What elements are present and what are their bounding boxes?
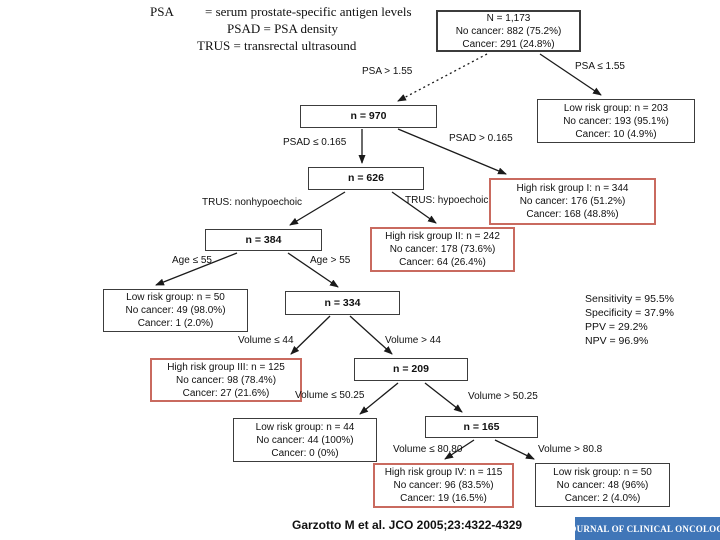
edge-label-trus-non: TRUS: nonhypoechoic <box>202 197 303 208</box>
node-high-risk-4: High risk group IV: n = 115 No cancer: 9… <box>373 463 514 508</box>
node-low-risk-vol2-line3: Cancer: 2 (4.0%) <box>564 492 641 504</box>
node-high-risk-4-line1: High risk group IV: n = 115 <box>384 467 503 478</box>
node-low-risk-age: Low risk group: n = 50 No cancer: 49 (98… <box>103 289 248 332</box>
edge-label-psad-le: PSAD ≤ 0.165 <box>283 137 347 148</box>
node-low-risk-vol2-line2: No cancer: 48 (96%) <box>556 479 649 491</box>
performance-stats: Sensitivity = 95.5% Specificity = 37.9% … <box>585 292 674 348</box>
node-low-risk-vol1-line2: No cancer: 44 (100%) <box>256 434 354 446</box>
legend-line-trus: TRUS = transrectal ultrasound <box>197 38 357 53</box>
node-n334-line1: n = 334 <box>324 296 361 309</box>
edge-n165-to-highrisk4 <box>444 439 475 460</box>
node-n209: n = 209 <box>354 358 468 381</box>
node-low-risk-vol1-line3: Cancer: 0 (0%) <box>271 447 339 459</box>
node-low-risk-psa-line1: Low risk group: n = 203 <box>563 102 669 114</box>
journal-banner: JOURNAL OF CLINICAL ONCOLOGY <box>565 517 720 540</box>
edge-n334-to-n209 <box>349 315 393 355</box>
node-high-risk-1-line3: Cancer: 168 (48.8%) <box>526 209 619 220</box>
node-low-risk-age-line1: Low risk group: n = 50 <box>126 292 225 303</box>
edge-label-vol-le-8080: Volume ≤ 80.80 <box>393 444 463 455</box>
edge-label-vol-le-44: Volume ≤ 44 <box>238 335 294 346</box>
node-high-risk-2-line1: High risk group II: n = 242 <box>385 231 500 242</box>
stat-sensitivity: Sensitivity = 95.5% <box>585 293 675 305</box>
legend-line-psad: PSAD = PSA density <box>227 21 339 36</box>
node-high-risk-2: High risk group II: n = 242 No cancer: 1… <box>370 227 515 272</box>
legend-psa-term: PSA <box>150 4 174 19</box>
edge-n209-to-lowrisk-vol1 <box>359 382 399 415</box>
node-high-risk-3-line3: Cancer: 27 (21.6%) <box>182 387 270 399</box>
node-n165-line1: n = 165 <box>463 420 500 433</box>
node-n209-line1: n = 209 <box>393 363 429 375</box>
node-root-line2: No cancer: 882 (75.2%) <box>455 25 562 37</box>
node-low-risk-vol1: Low risk group: n = 44 No cancer: 44 (10… <box>233 418 377 462</box>
node-low-risk-age-line3: Cancer: 1 (2.0%) <box>137 318 214 329</box>
stat-ppv: PPV = 29.2% <box>585 321 648 333</box>
node-n384-line1: n = 384 <box>245 233 282 246</box>
edge-n384-to-lowrisk-age <box>155 252 238 286</box>
edge-n209-to-n165 <box>424 382 463 413</box>
legend-psa-def: = serum prostate-specific antigen levels <box>205 4 412 19</box>
edge-label-trus-hypo: TRUS: hypoechoic <box>405 195 489 206</box>
edge-label-vol-gt-5025: Volume > 50.25 <box>468 391 538 402</box>
node-n626-line1: n = 626 <box>348 172 384 184</box>
edge-n626-to-n384 <box>289 191 346 226</box>
edge-label-age-gt: Age > 55 <box>310 255 351 266</box>
edge-n334-to-highrisk3 <box>290 315 331 355</box>
node-root: N = 1,173 No cancer: 882 (75.2%) Cancer:… <box>436 10 581 52</box>
node-high-risk-4-line3: Cancer: 19 (16.5%) <box>400 493 487 504</box>
node-low-risk-vol1-line1: Low risk group: n = 44 <box>255 421 355 433</box>
edge-label-psa-gt: PSA > 1.55 <box>362 66 413 77</box>
edge-label-vol-le-5025: Volume ≤ 50.25 <box>295 390 365 401</box>
node-low-risk-age-line2: No cancer: 49 (98.0%) <box>125 305 226 316</box>
node-high-risk-1-line1: High risk group I: n = 344 <box>516 183 629 194</box>
citation: Garzotto M et al. JCO 2005;23:4322-4329 <box>292 518 523 532</box>
node-high-risk-2-line2: No cancer: 178 (73.6%) <box>389 244 496 255</box>
node-root-line1: N = 1,173 <box>486 12 531 24</box>
edge-n384-to-n334 <box>287 252 339 288</box>
edge-n165-to-lowrisk-vol2 <box>494 439 535 460</box>
edge-n970-to-highrisk1 <box>397 128 507 175</box>
node-n626: n = 626 <box>308 167 424 190</box>
node-low-risk-psa: Low risk group: n = 203 No cancer: 193 (… <box>537 99 695 143</box>
node-high-risk-3-line1: High risk group III: n = 125 <box>167 361 285 373</box>
node-n970-line1: n = 970 <box>350 110 387 122</box>
node-high-risk-1-line2: No cancer: 176 (51.2%) <box>519 196 626 207</box>
node-high-risk-1: High risk group I: n = 344 No cancer: 17… <box>489 178 656 225</box>
node-n384: n = 384 <box>205 229 322 251</box>
node-high-risk-3-line2: No cancer: 98 (78.4%) <box>175 374 277 386</box>
stat-npv: NPV = 96.9% <box>585 335 649 347</box>
node-low-risk-vol2-line1: Low risk group: n = 50 <box>553 466 652 478</box>
node-n165: n = 165 <box>425 416 538 438</box>
node-low-risk-vol2: Low risk group: n = 50 No cancer: 48 (96… <box>535 463 670 507</box>
node-high-risk-4-line2: No cancer: 96 (83.5%) <box>393 480 494 491</box>
edge-label-vol-gt-44: Volume > 44 <box>385 335 441 346</box>
edge-label-psa-le: PSA ≤ 1.55 <box>575 61 625 72</box>
stat-specificity: Specificity = 37.9% <box>585 307 675 319</box>
edge-label-psad-gt: PSAD > 0.165 <box>449 133 513 144</box>
edge-n626-to-highrisk2 <box>391 191 437 224</box>
node-high-risk-2-line3: Cancer: 64 (26.4%) <box>399 257 486 268</box>
legend-line-psa: PSA = serum prostate-specific antigen lev… <box>150 4 412 20</box>
edge-root-to-n970 <box>397 53 488 102</box>
node-high-risk-3: High risk group III: n = 125 No cancer: … <box>150 358 302 402</box>
node-n334: n = 334 <box>285 291 400 315</box>
edge-label-age-le: Age ≤ 55 <box>172 255 212 266</box>
edge-label-vol-gt-808: Volume > 80.8 <box>538 444 603 455</box>
node-low-risk-psa-line3: Cancer: 10 (4.9%) <box>575 128 657 140</box>
node-n970: n = 970 <box>300 105 437 128</box>
node-low-risk-psa-line2: No cancer: 193 (95.1%) <box>563 115 669 127</box>
node-root-line3: Cancer: 291 (24.8%) <box>462 38 555 50</box>
edge-root-to-lowrisk-psa <box>539 53 602 96</box>
